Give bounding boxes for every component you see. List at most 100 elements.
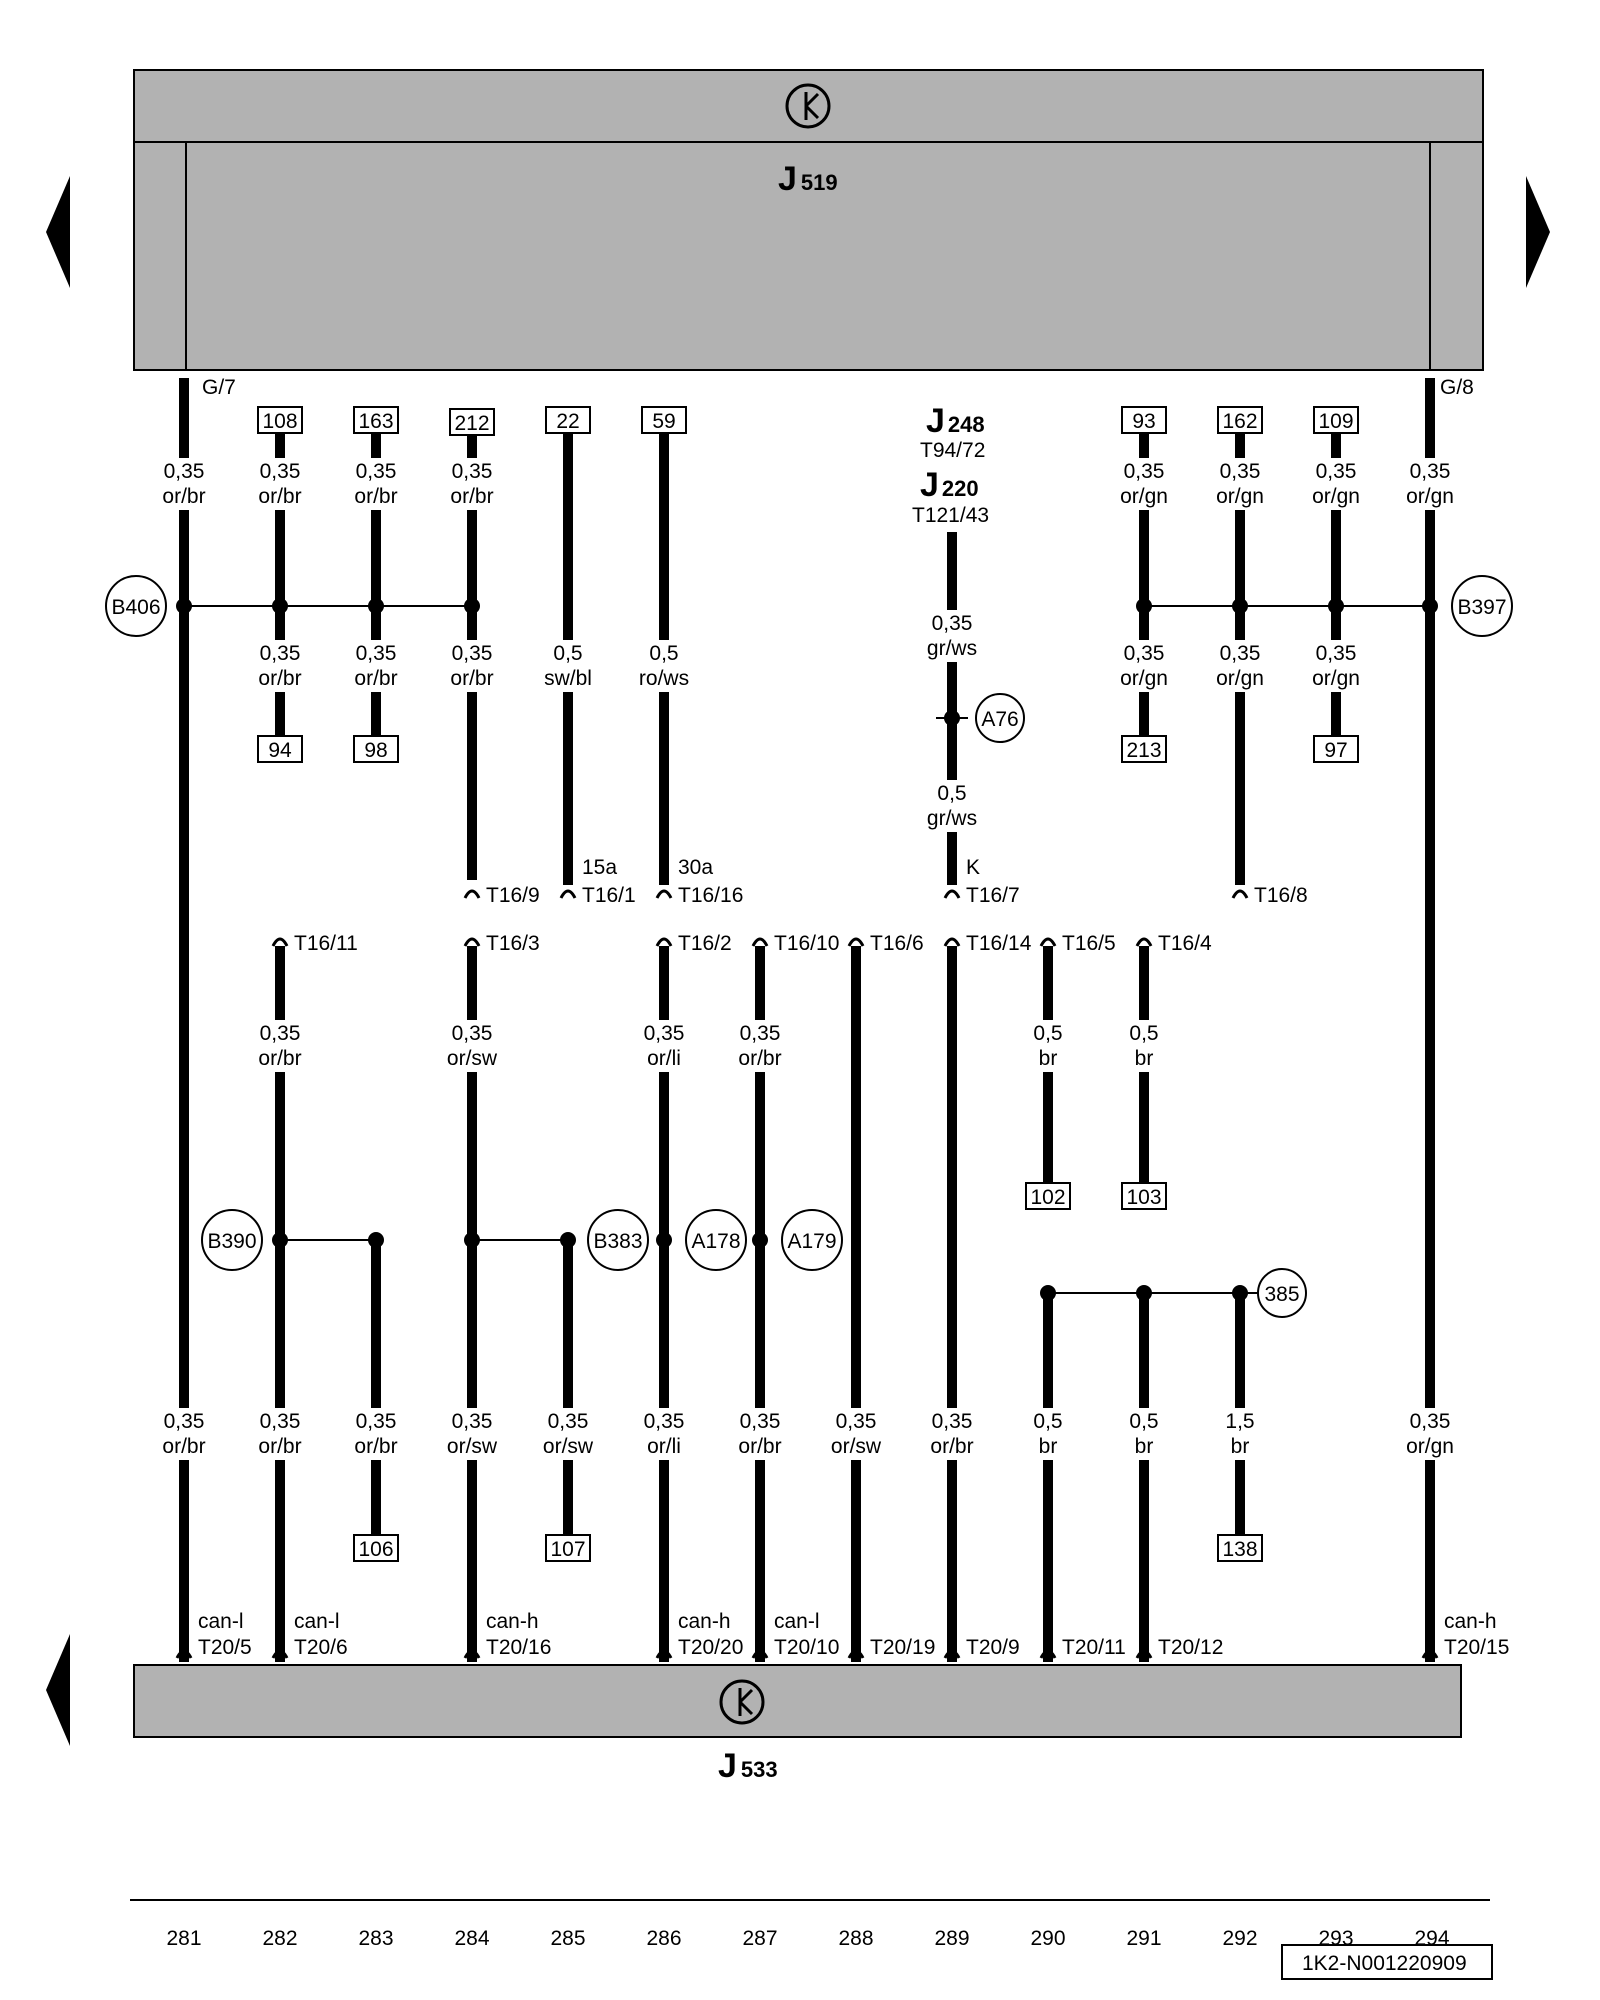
label-background bbox=[244, 1020, 316, 1072]
pin-label-g7: G/7 bbox=[202, 376, 236, 399]
reference-box bbox=[1121, 735, 1167, 763]
wire-color: or/br bbox=[162, 485, 205, 508]
wire-color: or/gn bbox=[1120, 667, 1168, 690]
splice-dot bbox=[1232, 598, 1248, 614]
pin-connector-icon bbox=[1135, 1649, 1153, 1659]
page-forward-arrow-icon[interactable] bbox=[1526, 176, 1550, 288]
wire-size: 0,5 bbox=[1129, 1410, 1158, 1433]
wire-size: 0,35 bbox=[644, 1022, 685, 1045]
connector-pin-label: T20/15 bbox=[1444, 1636, 1509, 1659]
wire-size: 0,35 bbox=[452, 1022, 493, 1045]
can-bus-label: can-h bbox=[1444, 1610, 1497, 1633]
reference-box bbox=[353, 1534, 399, 1562]
page-back-arrow-icon[interactable] bbox=[46, 176, 70, 288]
reference-number: 162 bbox=[1222, 410, 1257, 433]
wire-color: or/gn bbox=[1216, 485, 1264, 508]
splice-dot bbox=[1232, 1285, 1248, 1301]
splice-dot bbox=[272, 598, 288, 614]
label-background bbox=[436, 640, 508, 692]
wire-size: 0,35 bbox=[932, 1410, 973, 1433]
wire-size: 0,35 bbox=[1220, 642, 1261, 665]
track-number: 294 bbox=[1414, 1927, 1449, 1950]
reference-number: 106 bbox=[358, 1538, 393, 1561]
track-number: 282 bbox=[262, 1927, 297, 1950]
wire-color: or/sw bbox=[831, 1435, 882, 1458]
can-bus-label: can-l bbox=[774, 1610, 820, 1633]
wire-color: or/br bbox=[738, 1047, 781, 1070]
page-back-arrow-lower-icon[interactable] bbox=[46, 1634, 70, 1746]
wire-size: 0,35 bbox=[1410, 1410, 1451, 1433]
reference-number: 213 bbox=[1126, 739, 1161, 762]
wire-color: br bbox=[1135, 1435, 1154, 1458]
pin-connector-icon bbox=[1039, 937, 1057, 947]
terminal-label: 15a bbox=[582, 856, 617, 879]
pin-connector-icon bbox=[943, 1649, 961, 1659]
connector-pin-label: T20/20 bbox=[678, 1636, 743, 1659]
label-background bbox=[916, 780, 988, 832]
connection-label: A178 bbox=[691, 1230, 740, 1253]
terminal-label: K bbox=[966, 856, 980, 879]
label-background bbox=[340, 1408, 412, 1460]
wire-size: 0,35 bbox=[1124, 460, 1165, 483]
label-background bbox=[1012, 1020, 1084, 1072]
pin-connector-icon bbox=[943, 889, 961, 899]
label-background bbox=[628, 1408, 700, 1460]
reference-number: 94 bbox=[268, 739, 292, 762]
label-background bbox=[244, 640, 316, 692]
splice-dot bbox=[1136, 1285, 1152, 1301]
label-background bbox=[1108, 1020, 1180, 1072]
label-background bbox=[916, 610, 988, 662]
label-background bbox=[532, 640, 604, 692]
wire-color: or/br bbox=[258, 1435, 301, 1458]
wire-color: or/sw bbox=[543, 1435, 594, 1458]
connector-pin-label: T16/2 bbox=[678, 932, 732, 955]
wire-color: or/sw bbox=[447, 1047, 498, 1070]
wire-color: br bbox=[1039, 1435, 1058, 1458]
pin-connector-icon bbox=[463, 889, 481, 899]
wire-color: sw/bl bbox=[544, 667, 592, 690]
splice-dot bbox=[176, 598, 192, 614]
track-number: 287 bbox=[742, 1927, 777, 1950]
wire-size: 0,35 bbox=[1124, 642, 1165, 665]
wire-color: or/br bbox=[258, 485, 301, 508]
connector-pin-label: T20/12 bbox=[1158, 1636, 1223, 1659]
track-number: 293 bbox=[1318, 1927, 1353, 1950]
wire-size: 0,35 bbox=[740, 1022, 781, 1045]
electronic-symbol-icon bbox=[785, 83, 831, 129]
wire-size: 0,35 bbox=[548, 1410, 589, 1433]
wire-size: 0,35 bbox=[260, 1022, 301, 1045]
label-background bbox=[148, 1408, 220, 1460]
pin-connector-icon bbox=[1135, 937, 1153, 947]
wire-size: 0,35 bbox=[932, 612, 973, 635]
reference-box bbox=[257, 735, 303, 763]
pin-connector-icon bbox=[655, 937, 673, 947]
wire-size: 0,35 bbox=[836, 1410, 877, 1433]
track-number: 288 bbox=[838, 1927, 873, 1950]
terminal-label: 30a bbox=[678, 856, 713, 879]
label-background bbox=[916, 1408, 988, 1460]
splice-dot bbox=[464, 598, 480, 614]
reference-number: 107 bbox=[550, 1538, 585, 1561]
label-background bbox=[1204, 458, 1276, 510]
wire-color: or/li bbox=[647, 1435, 681, 1458]
pin-connector-icon bbox=[463, 1649, 481, 1659]
track-number: 281 bbox=[166, 1927, 201, 1950]
reference-box bbox=[545, 406, 591, 434]
track-number: 292 bbox=[1222, 1927, 1257, 1950]
reference-number: 103 bbox=[1126, 1186, 1161, 1209]
wire-color: or/sw bbox=[447, 1435, 498, 1458]
connector-pin-label: T20/16 bbox=[486, 1636, 551, 1659]
wire-size: 0,35 bbox=[164, 460, 205, 483]
splice-dot bbox=[1328, 598, 1344, 614]
splice-dot bbox=[368, 1232, 384, 1248]
wire-color: or/br bbox=[930, 1435, 973, 1458]
reference-box bbox=[545, 1534, 591, 1562]
reference-number: 163 bbox=[358, 410, 393, 433]
connector-pin-label: T20/11 bbox=[1062, 1636, 1126, 1659]
wire-color: br bbox=[1135, 1047, 1154, 1070]
connection-label: B383 bbox=[593, 1230, 642, 1253]
connection-point bbox=[587, 1209, 649, 1271]
